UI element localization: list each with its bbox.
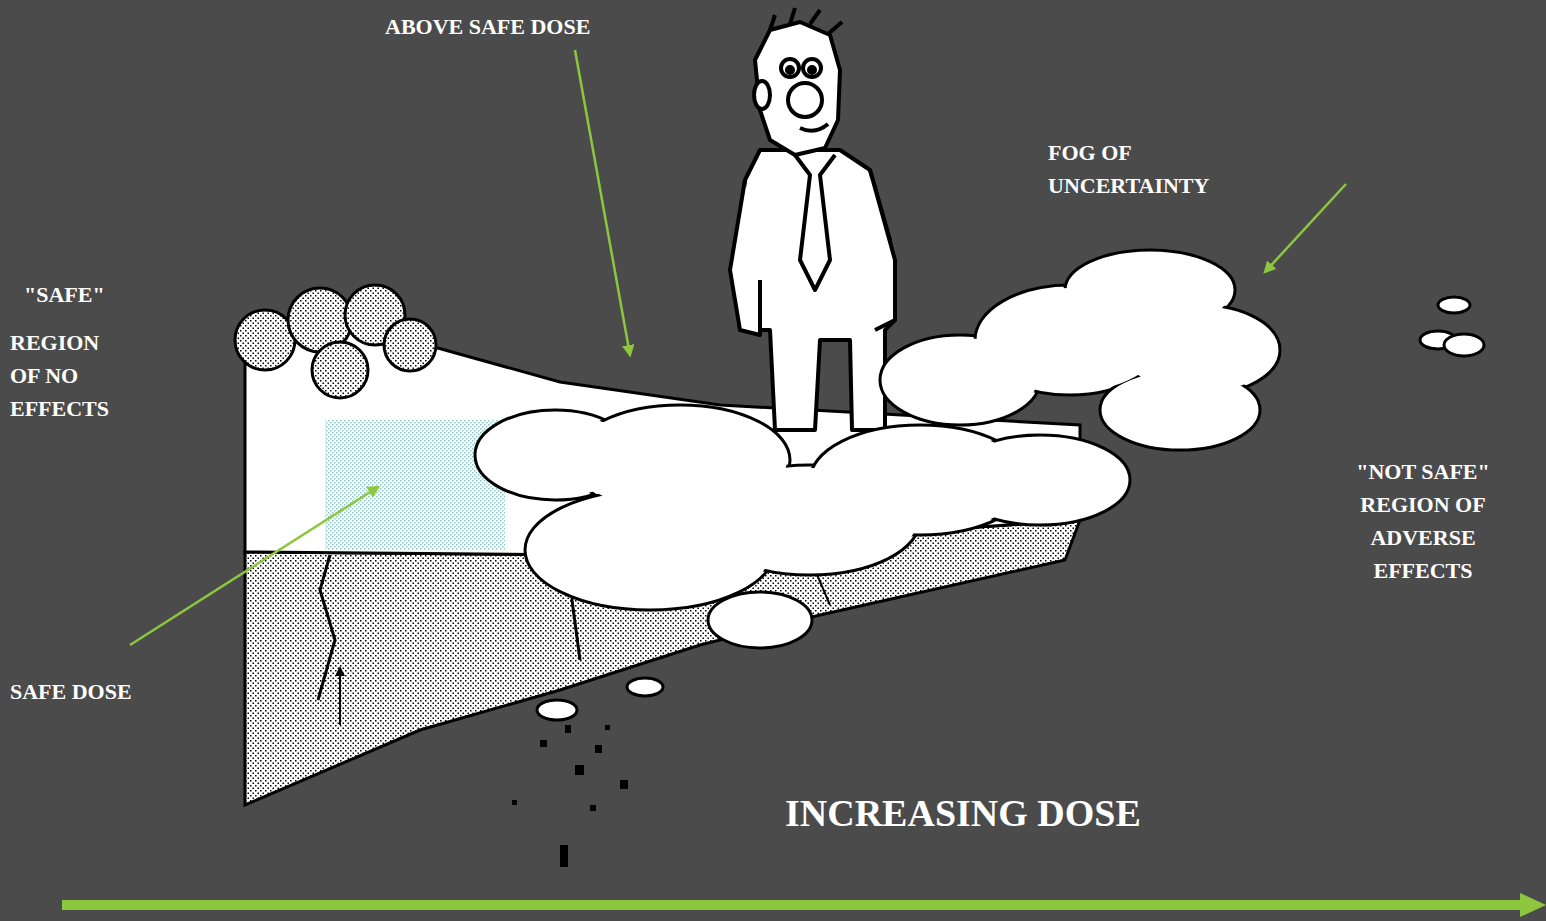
dose-marker bbox=[339, 668, 341, 725]
leader-line bbox=[130, 487, 378, 645]
bushes bbox=[235, 285, 436, 398]
annotation-label: "NOT SAFE" REGION OF ADVERSE EFFECTS bbox=[1348, 455, 1498, 587]
falling-pebbles bbox=[512, 725, 628, 867]
dose-axis bbox=[62, 900, 1528, 910]
annotation-label: REGION OF NO EFFECTS bbox=[10, 326, 122, 425]
annotation-label: "SAFE" bbox=[24, 278, 105, 311]
crack bbox=[318, 555, 335, 700]
leader-line bbox=[575, 50, 630, 355]
man-figure bbox=[730, 8, 895, 430]
annotation-label: ABOVE SAFE DOSE bbox=[385, 10, 590, 43]
annotation-label: INCREASING DOSE bbox=[785, 785, 1141, 842]
dose-axis-head bbox=[1520, 893, 1546, 917]
leader-line bbox=[1265, 184, 1346, 272]
annotation-label: FOG OF UNCERTAINTY bbox=[1048, 136, 1248, 202]
fog-clouds bbox=[475, 250, 1484, 720]
annotation-label: SAFE DOSE bbox=[10, 675, 132, 708]
